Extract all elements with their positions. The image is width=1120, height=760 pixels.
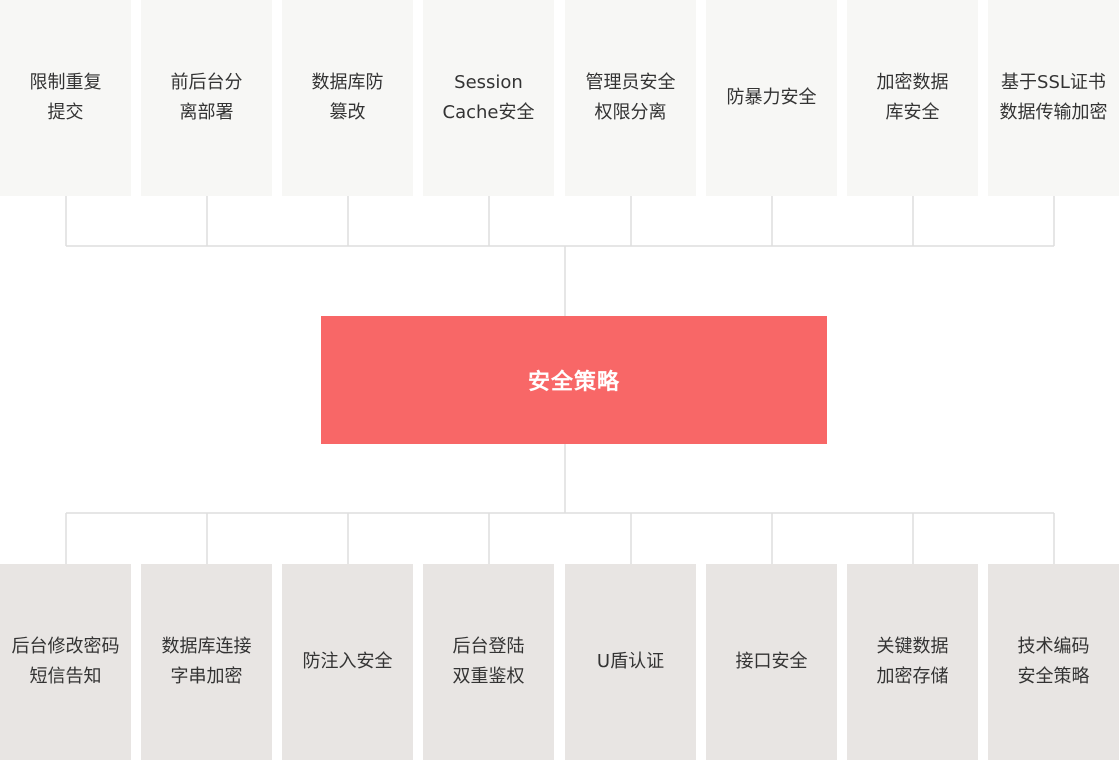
bottom-item-box: 接口安全 xyxy=(706,564,837,760)
bottom-item-box: 后台登陆 双重鉴权 xyxy=(423,564,554,760)
top-item-box: 加密数据 库安全 xyxy=(847,0,978,196)
top-item-label: 管理员安全 权限分离 xyxy=(585,72,676,123)
bottom-item-box: U盾认证 xyxy=(565,564,696,760)
bottom-item-box: 技术编码 安全策略 xyxy=(988,564,1119,760)
top-item-label: 基于SSL证书 数据传输加密 xyxy=(999,72,1108,123)
top-item-box: 数据库防 篡改 xyxy=(282,0,413,196)
bottom-items-row: 后台修改密码 短信告知 数据库连接 字串加密 防注入安全 后台登陆 双重鉴权 U… xyxy=(0,564,1120,760)
top-item-label: 加密数据 库安全 xyxy=(876,72,949,123)
top-item-box: 防暴力安全 xyxy=(706,0,837,196)
top-item-box: 管理员安全 权限分离 xyxy=(565,0,696,196)
top-item-label: 限制重复 提交 xyxy=(29,72,102,123)
bottom-item-box: 后台修改密码 短信告知 xyxy=(0,564,131,760)
bottom-item-label: U盾认证 xyxy=(596,651,665,672)
bottom-item-box: 关键数据 加密存储 xyxy=(847,564,978,760)
bottom-item-box: 数据库连接 字串加密 xyxy=(141,564,272,760)
bottom-item-box: 防注入安全 xyxy=(282,564,413,760)
center-title: 安全策略 xyxy=(527,370,620,395)
bottom-item-label: 防注入安全 xyxy=(302,651,393,672)
top-item-label: 前后台分 离部署 xyxy=(170,72,243,123)
top-item-label: Session Cache安全 xyxy=(442,72,535,123)
top-item-box: 基于SSL证书 数据传输加密 xyxy=(988,0,1119,196)
bottom-item-label: 后台登陆 双重鉴权 xyxy=(452,636,525,687)
bottom-item-label: 关键数据 加密存储 xyxy=(876,636,949,687)
top-item-box: Session Cache安全 xyxy=(423,0,554,196)
top-items-row: 限制重复 提交 前后台分 离部署 数据库防 篡改 Session Cache安全… xyxy=(0,0,1120,196)
bottom-item-label: 技术编码 安全策略 xyxy=(1017,636,1090,687)
bottom-item-label: 接口安全 xyxy=(735,651,808,672)
top-item-label: 防暴力安全 xyxy=(726,87,817,108)
top-item-label: 数据库防 篡改 xyxy=(311,72,384,123)
center-node: 安全策略 xyxy=(321,316,827,444)
bottom-item-label: 数据库连接 字串加密 xyxy=(161,636,252,687)
top-item-box: 限制重复 提交 xyxy=(0,0,131,196)
bottom-item-label: 后台修改密码 短信告知 xyxy=(11,636,120,687)
top-item-box: 前后台分 离部署 xyxy=(141,0,272,196)
